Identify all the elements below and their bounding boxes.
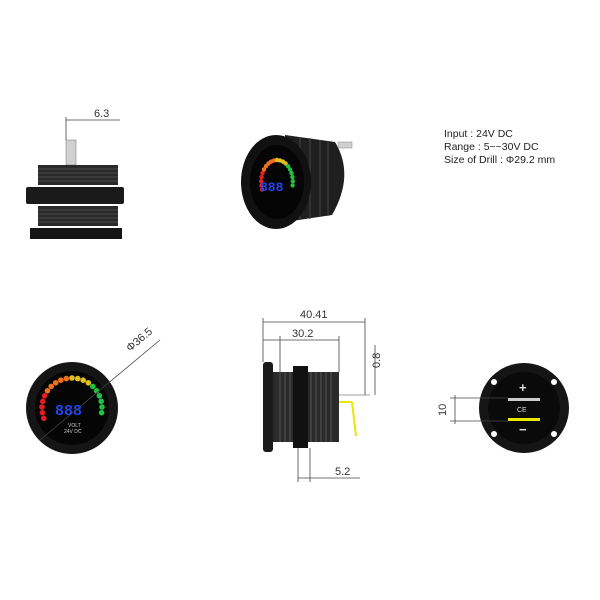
led-segment: [290, 183, 295, 188]
rear-plus-label: +: [519, 380, 527, 395]
led-segment: [52, 380, 59, 386]
iso-face: [250, 145, 304, 219]
led-segment: [44, 388, 51, 394]
spec-block: Input : 24V DC Range : 5~~30V DC Size of…: [444, 128, 555, 167]
front-label-rating: 24V DC: [64, 429, 82, 435]
led-segment: [289, 170, 294, 176]
led-segment: [290, 179, 295, 184]
led-segment: [58, 377, 64, 384]
rear-face: [488, 372, 560, 444]
dim-body-length: 30.2: [292, 328, 313, 340]
led-segment: [290, 174, 295, 180]
led-segment: [259, 187, 265, 192]
led-segment: [90, 383, 96, 390]
dim-wire-offset: 0.8: [371, 353, 383, 368]
dim-terminal-spacing: 6.3: [94, 108, 109, 120]
threaded-body-upper: [38, 165, 118, 185]
threaded-body-lower: [38, 206, 118, 226]
flange: [30, 228, 122, 239]
dim-diameter: Φ36.5: [124, 326, 155, 355]
led-segment: [74, 375, 81, 382]
nut: [26, 187, 124, 204]
led-segment: [93, 388, 100, 394]
led-segment: [259, 183, 264, 188]
led-segment: [69, 375, 75, 381]
led-segment: [41, 415, 47, 422]
spec-input: Input : 24V DC: [444, 128, 513, 140]
rear-terminal-plus: [508, 398, 540, 401]
terminal-tab: [65, 139, 77, 166]
led-segment: [48, 383, 54, 390]
led-segment: [63, 375, 70, 382]
bezel: [263, 362, 273, 452]
front-label-model: VOLT: [68, 423, 81, 429]
front-view: 888 VOLT 24V DC Φ36.5: [26, 326, 161, 454]
led-segment: [98, 398, 104, 405]
front-display-digits: 888: [55, 403, 82, 420]
led-segment: [259, 174, 264, 180]
dim-terminal-height: 10: [437, 404, 449, 416]
spec-drill: Size of Drill : Φ29.2 mm: [444, 154, 556, 166]
thread-lines-upper: [38, 168, 118, 182]
led-segment: [259, 179, 264, 184]
led-segment: [41, 393, 48, 399]
led-segment: [96, 393, 103, 399]
side-view-top: 6.3: [26, 108, 124, 239]
rear-terminal-minus: [508, 418, 540, 421]
dim-overall-length: 40.41: [300, 309, 328, 321]
led-segment: [98, 409, 105, 416]
iso-terminal: [337, 141, 353, 149]
led-segment: [285, 164, 291, 169]
spec-range: Range : 5~~30V DC: [444, 141, 539, 153]
rear-ce-mark: CE: [517, 407, 527, 414]
profile-nut: [293, 366, 308, 448]
led-segment: [99, 404, 105, 410]
isometric-view: 888: [241, 135, 353, 229]
led-segment: [260, 170, 265, 176]
side-profile: 40.41 30.2 0.8 5.2: [262, 309, 383, 482]
iso-display-digits: 888: [260, 180, 284, 195]
led-segment: [261, 167, 267, 172]
led-segment: [80, 377, 86, 384]
led-segment: [40, 398, 46, 405]
led-segment: [287, 167, 293, 172]
rear-hole: [491, 379, 497, 385]
front-led-ring: [39, 375, 105, 422]
front-face: [35, 371, 109, 445]
rear-minus-label: −: [519, 422, 527, 437]
led-segment: [39, 409, 46, 416]
iso-led-ring: [259, 157, 295, 192]
led-segment: [39, 404, 45, 410]
led-segment: [85, 380, 92, 386]
rear-view: + CE − 10: [437, 363, 569, 453]
dim-flange-thickness: 5.2: [335, 466, 350, 478]
